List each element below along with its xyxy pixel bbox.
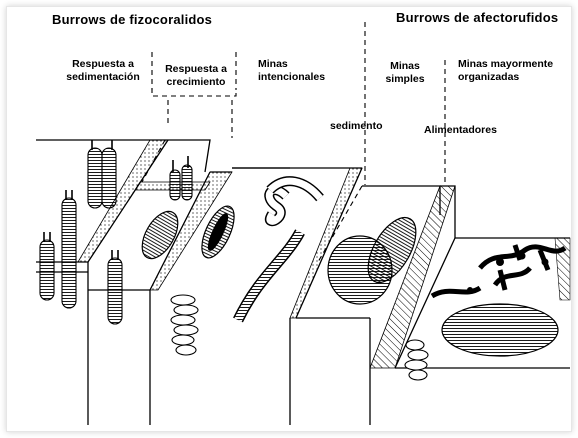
feeding-networks (432, 245, 565, 296)
sinuous-burrows (238, 181, 320, 320)
bracket-crecimiento (152, 88, 236, 96)
